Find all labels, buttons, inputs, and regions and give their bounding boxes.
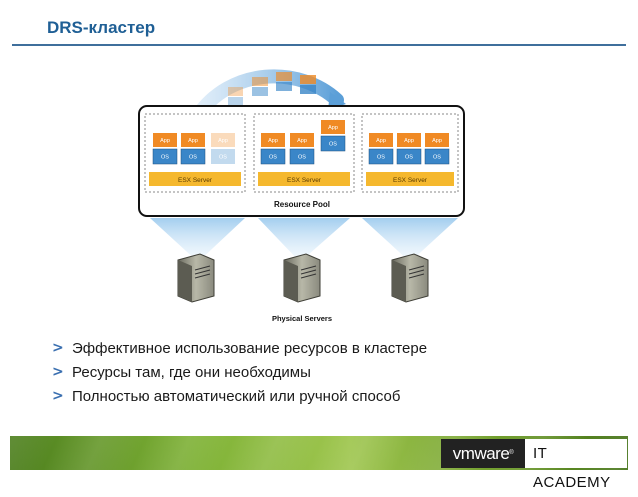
app-label: App — [432, 138, 442, 144]
bullet-text: Полностью автоматический или ручной спос… — [72, 387, 401, 405]
bullet-list: > Эффективное использование ресурсов в кл… — [52, 336, 427, 408]
ghost-vm-4 — [300, 75, 316, 94]
app-label: App — [297, 138, 307, 144]
bullet-arrow-icon: > — [52, 340, 64, 356]
bullet-text: Ресурсы там, где они необходимы — [72, 363, 311, 381]
esx-server-label: ESX Server — [393, 177, 428, 184]
ghost-vm-3 — [276, 72, 292, 91]
os-label: OS — [329, 142, 337, 148]
page-title: DRS-кластер — [47, 18, 156, 37]
os-label: OS — [433, 155, 441, 161]
os-label: OS — [269, 155, 277, 161]
app-label: App — [404, 138, 414, 144]
physical-server-3 — [391, 253, 429, 303]
migration-arrow — [189, 69, 344, 125]
os-label: OS — [161, 155, 169, 161]
esx-server-label: ESX Server — [178, 177, 213, 184]
bullet-arrow-icon: > — [52, 388, 64, 404]
bullet-item: > Эффективное использование ресурсов в кл… — [52, 336, 427, 360]
beam-2 — [258, 218, 350, 262]
app-label: App — [218, 138, 228, 144]
os-label: OS — [298, 155, 306, 161]
os-label: OS — [189, 155, 197, 161]
vmware-it-academy-logo: vmware® IT ACADEMY — [441, 439, 627, 491]
ghost-vm-2 — [252, 77, 268, 96]
os-label: OS — [377, 155, 385, 161]
physical-server-1 — [177, 253, 215, 303]
bullet-item: > Ресурсы там, где они необходимы — [52, 360, 427, 384]
physical-server-2 — [283, 253, 321, 303]
bullet-text: Эффективное использование ресурсов в кла… — [72, 339, 428, 357]
app-label: App — [376, 138, 386, 144]
beam-3 — [362, 218, 458, 262]
app-label: App — [188, 138, 198, 144]
esx-server-label: ESX Server — [287, 177, 322, 184]
bullet-arrow-icon: > — [52, 364, 64, 380]
it-academy-label: IT ACADEMY — [533, 445, 611, 491]
app-label: App — [160, 138, 170, 144]
vmware-logo: vmware® — [441, 439, 525, 468]
os-label: OS — [405, 155, 413, 161]
physical-servers-label: Physical Servers — [272, 314, 332, 323]
ghost-vm-1 — [228, 87, 243, 106]
resource-pool-label: Resource Pool — [274, 200, 330, 209]
app-label: App — [328, 125, 338, 131]
os-label: OS — [219, 155, 227, 161]
bullet-item: > Полностью автоматический или ручной спо… — [52, 384, 427, 408]
title-divider — [12, 44, 626, 46]
app-label: App — [268, 138, 278, 144]
beam-1 — [150, 218, 245, 262]
